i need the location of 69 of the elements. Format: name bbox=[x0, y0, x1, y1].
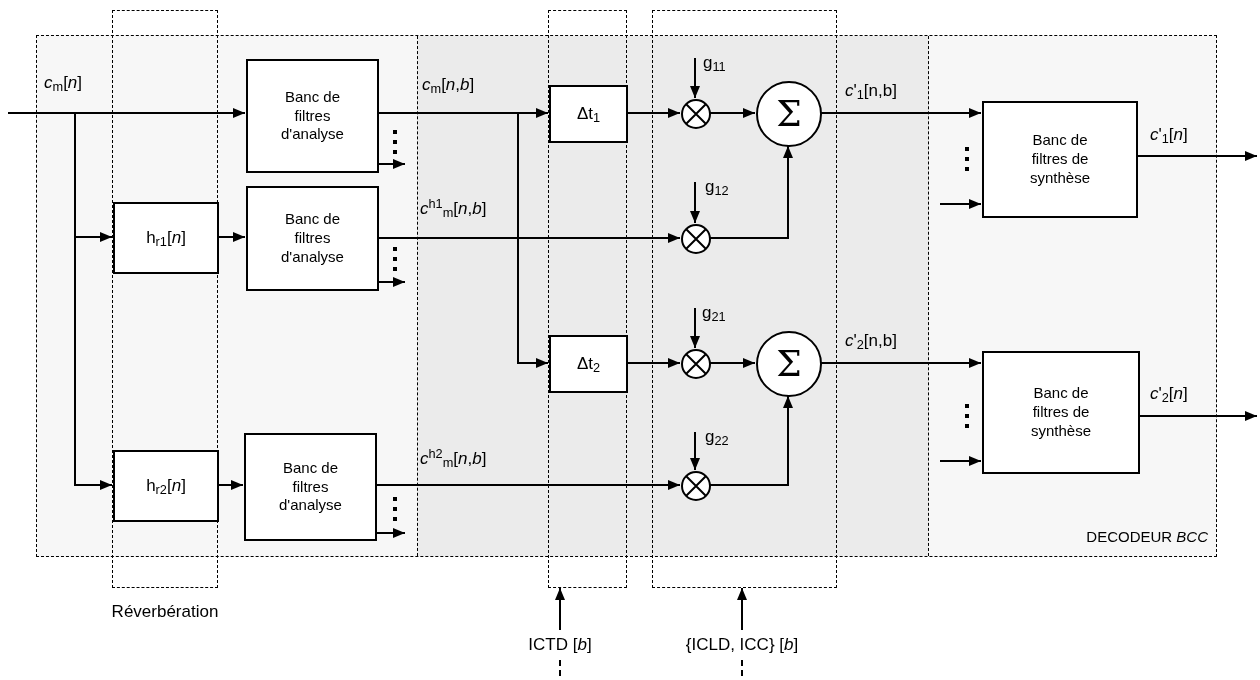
arrow bbox=[709, 108, 756, 118]
edge-label: g$_{12}$ bbox=[705, 176, 729, 198]
arrow bbox=[690, 57, 700, 99]
block-label: Banc de filtres d'analyse bbox=[280, 87, 345, 145]
block-label: Banc de filtres d'analyse bbox=[280, 210, 345, 267]
arrow bbox=[377, 277, 406, 287]
filter-box bbox=[113, 202, 219, 274]
edge-label: c$^{h1}$$_{m}$[n,b] bbox=[420, 198, 487, 220]
arrow bbox=[377, 233, 681, 243]
arrow bbox=[690, 307, 700, 349]
sum-symbol: Σ bbox=[776, 346, 802, 382]
edge-label: c'$_{2}$[n] bbox=[1150, 383, 1188, 405]
arrow bbox=[626, 358, 681, 368]
arrow bbox=[737, 587, 747, 631]
block-label: Banc de filtres d'analyse bbox=[278, 458, 343, 516]
block-label: h$_{r2}$[n] bbox=[146, 475, 186, 499]
arrow bbox=[820, 108, 982, 118]
arrow bbox=[939, 199, 982, 209]
arrow bbox=[7, 108, 246, 118]
parameter-label: ICTD [b] bbox=[528, 634, 592, 657]
arrow bbox=[375, 528, 406, 538]
delay-box bbox=[549, 85, 628, 143]
arrow bbox=[1136, 151, 1258, 161]
edge-label: c$_{m}$[n,b] bbox=[422, 74, 475, 96]
filter-bank-box bbox=[982, 351, 1140, 474]
arrow bbox=[709, 145, 793, 239]
edge-label: g$_{22}$ bbox=[705, 426, 729, 448]
arrow bbox=[555, 587, 565, 631]
edge-label: c$^{h2}$$_{m}$[n,b] bbox=[420, 448, 487, 470]
ictd-group-box bbox=[548, 10, 627, 588]
arrow bbox=[217, 480, 244, 490]
arrow bbox=[820, 358, 982, 368]
block-label: Δt$_{2}$ bbox=[576, 353, 601, 377]
region-label: DECODEUR BCC bbox=[1086, 526, 1208, 547]
edge-label: g$_{11}$ bbox=[703, 52, 726, 74]
arrow bbox=[709, 358, 756, 368]
arrow bbox=[690, 181, 700, 224]
filter-bank-box bbox=[982, 101, 1138, 218]
multiplier-symbol bbox=[681, 471, 711, 501]
delay-box bbox=[549, 335, 628, 393]
edge-label: c$_{m}$[n] bbox=[44, 72, 83, 94]
arrow bbox=[217, 232, 246, 242]
multiplier-symbol bbox=[681, 99, 711, 129]
multiplier-symbol bbox=[681, 349, 711, 379]
decoder-region bbox=[36, 35, 1217, 557]
group-label: Réverbération bbox=[111, 601, 219, 623]
arrow bbox=[1138, 411, 1258, 421]
parameter-label: {ICLD, ICC} [b] bbox=[685, 634, 799, 657]
arrow bbox=[690, 431, 700, 471]
edge-label: c'$_{1}$[n] bbox=[1150, 124, 1188, 146]
block-label: h$_{r1}$[n] bbox=[146, 227, 186, 251]
arrow bbox=[626, 108, 681, 118]
multiplier-symbol bbox=[681, 224, 711, 254]
block-label: Δt$_{1}$ bbox=[576, 103, 601, 127]
filter-bank-box bbox=[246, 59, 379, 173]
sum-symbol: Σ bbox=[776, 96, 802, 132]
block-label: Banc de filtres de synthèse bbox=[1028, 131, 1091, 188]
edge-label: g$_{21}$ bbox=[702, 302, 726, 324]
filter-bank-box bbox=[246, 186, 379, 291]
edge-label: c'$_{1}$[n,b] bbox=[845, 80, 897, 102]
arrow bbox=[939, 456, 982, 466]
arrow bbox=[709, 395, 793, 486]
arrow bbox=[377, 159, 406, 169]
filter-box bbox=[113, 450, 219, 522]
edge-label: c'$_{2}$[n,b] bbox=[845, 330, 897, 352]
arrow bbox=[375, 480, 681, 490]
icld-group-box bbox=[652, 10, 837, 588]
block-label: Banc de filtres de synthèse bbox=[1029, 384, 1092, 441]
filter-bank-box bbox=[244, 433, 377, 541]
